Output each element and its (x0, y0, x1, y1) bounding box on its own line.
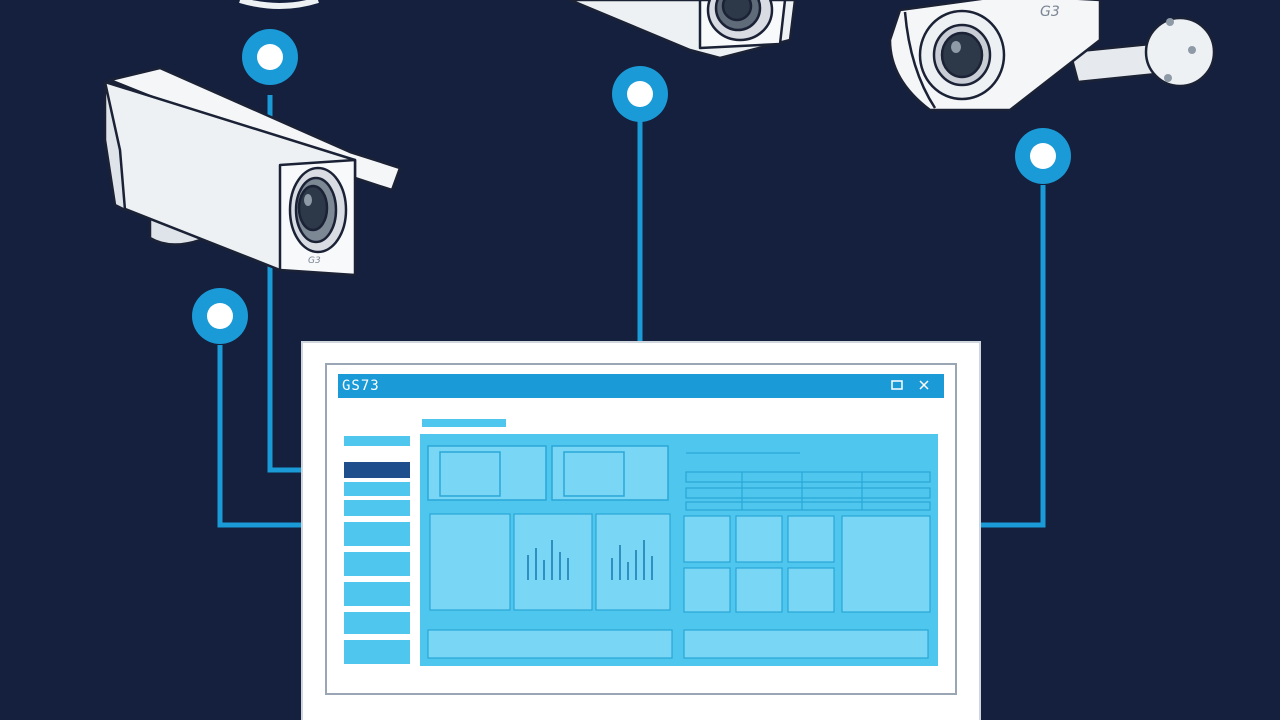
data-table (685, 452, 931, 511)
dashboard-title: GS73 (342, 378, 380, 394)
sidebar-item[interactable] (344, 436, 410, 446)
sidebar-item[interactable] (344, 500, 410, 516)
app-title-bar (338, 374, 944, 398)
chart-card (429, 513, 671, 611)
camera-icon (568, 0, 797, 60)
sidebar (344, 436, 410, 664)
sidebar-item-active[interactable] (344, 462, 410, 478)
sidebar-item[interactable] (344, 612, 410, 634)
sidebar-item[interactable] (344, 522, 410, 546)
camera-thumbnail-grid[interactable] (683, 515, 931, 613)
menu-icon[interactable] (891, 380, 903, 390)
connection-line-2 (217, 345, 305, 528)
dashboard-monitor (301, 341, 981, 720)
network-node-icon (612, 66, 668, 122)
camera-icon (888, 0, 1216, 112)
sidebar-item[interactable] (344, 640, 410, 664)
network-node-icon (242, 29, 298, 85)
connection-line-4 (978, 185, 1046, 528)
video-feed-tile[interactable] (427, 445, 669, 501)
sidebar-item[interactable] (344, 482, 410, 496)
content-tab[interactable] (422, 419, 506, 427)
close-icon[interactable] (919, 380, 929, 390)
network-node-icon (1015, 128, 1071, 184)
chart-bars (527, 540, 653, 580)
network-node-partial (239, 0, 319, 9)
sidebar-item[interactable] (344, 552, 410, 576)
status-bar (427, 629, 929, 659)
network-nodes (192, 0, 1071, 344)
sidebar-item[interactable] (344, 582, 410, 606)
camera-label-right: G3 (1040, 4, 1060, 20)
network-node-icon (192, 288, 248, 344)
camera-label-left: G3 (308, 256, 321, 266)
camera-icon (103, 66, 402, 277)
